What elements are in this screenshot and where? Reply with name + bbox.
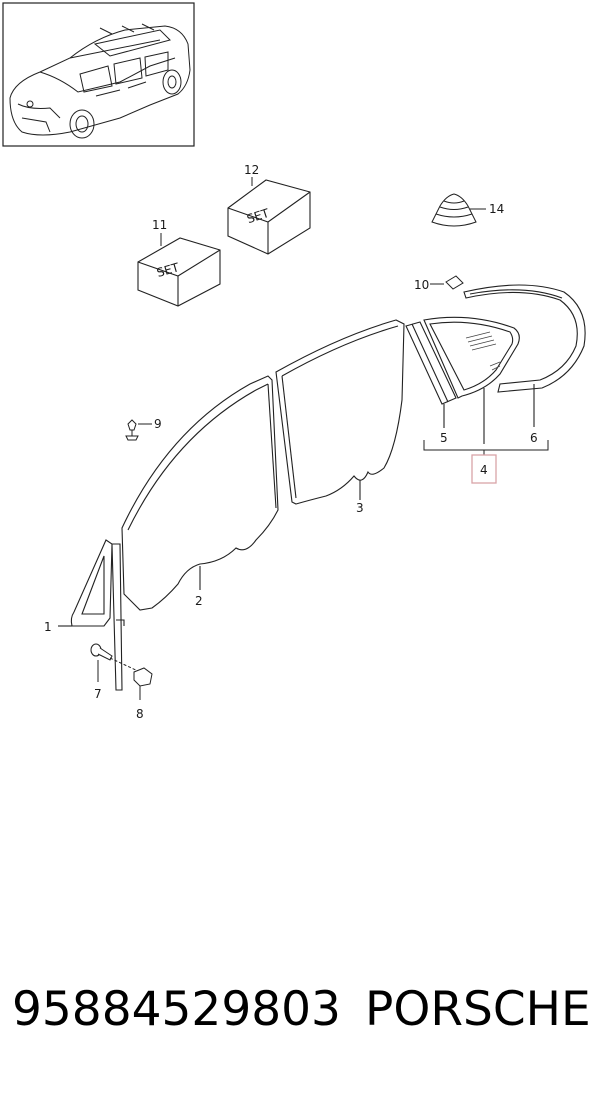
callout-7: 7 (94, 687, 102, 701)
callout-4: 4 (480, 463, 488, 477)
part-1-vent-glass (58, 539, 113, 627)
part-9-screw (125, 419, 152, 441)
callout-12: 12 (244, 163, 259, 177)
set-label-12: SET (245, 206, 271, 226)
part-5-strip (405, 321, 457, 428)
set-box-12: SET (227, 177, 311, 255)
part-4-quarter-glass (423, 316, 520, 444)
vehicle-thumbnail (2, 2, 195, 147)
set-label-11: SET (155, 260, 181, 280)
group-bracket-4 (423, 440, 549, 484)
callout-10: 10 (414, 278, 429, 292)
callout-9: 9 (154, 417, 162, 431)
part-8-nut (133, 667, 153, 700)
highlight-box-4 (471, 454, 497, 484)
callout-14: 14 (489, 202, 504, 216)
set-box-11: SET (137, 233, 221, 307)
part-number: 95884529803 (12, 982, 341, 1037)
part-6-seal (463, 284, 586, 427)
callout-6: 6 (530, 431, 538, 445)
callout-5: 5 (440, 431, 448, 445)
brand-name: PORSCHE (365, 982, 591, 1037)
callout-2: 2 (195, 594, 203, 608)
door-channel (111, 543, 125, 691)
callout-8: 8 (136, 707, 144, 721)
part-14-grommet (431, 193, 486, 227)
part-3-rear-glass (275, 319, 405, 505)
callout-3: 3 (356, 501, 364, 515)
callout-1: 1 (44, 620, 52, 634)
part-2-front-glass (121, 375, 279, 611)
part-7-bolt (90, 643, 141, 682)
callout-11: 11 (152, 218, 167, 232)
part-10-clip (430, 275, 464, 290)
footer: 95884529803 PORSCHE (12, 982, 592, 1052)
